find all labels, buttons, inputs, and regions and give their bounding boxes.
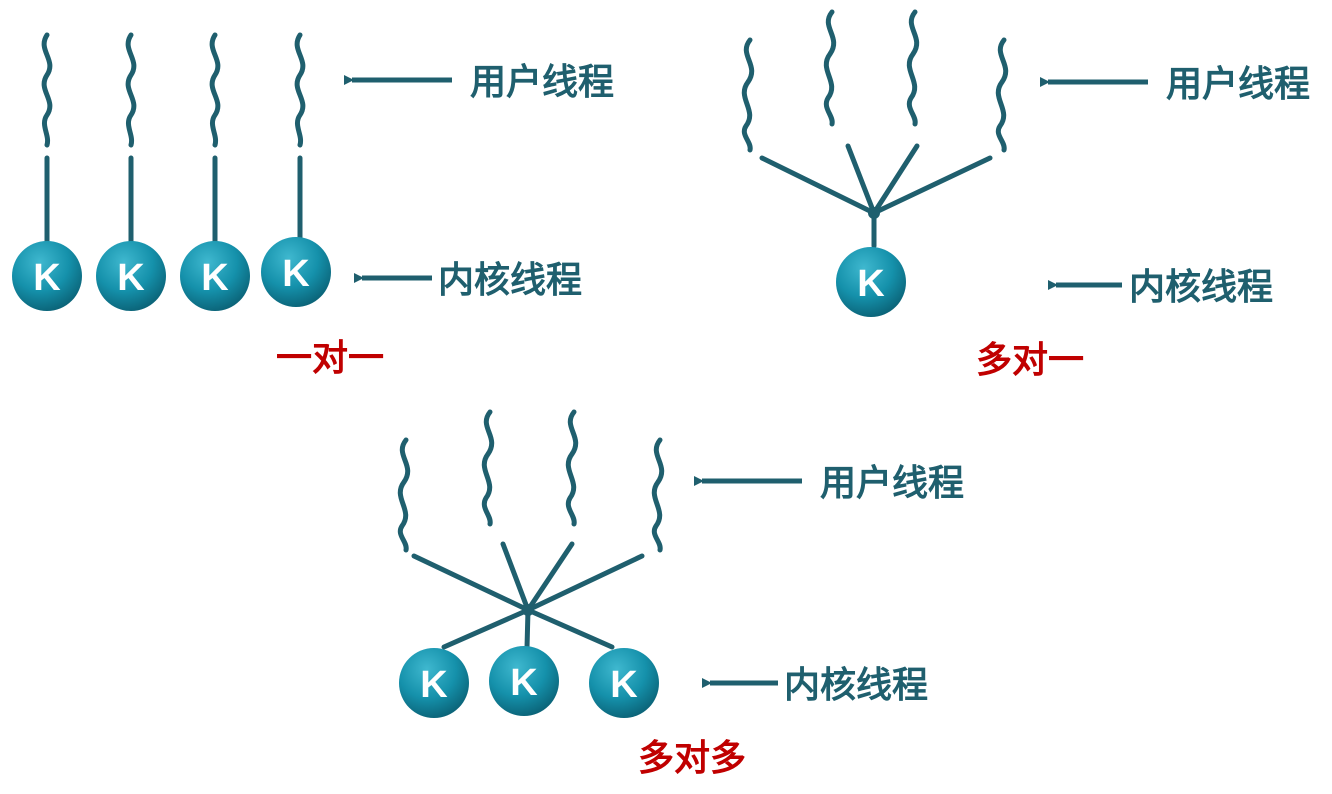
kernel-node-letter: K [420, 664, 448, 706]
mapping-line [525, 541, 575, 613]
mapping-line [411, 553, 531, 613]
kernel-thread-label: 内核线程 [1129, 267, 1273, 308]
panel-one-to-one: K K K K 用户线程 内核线程 一对一 [12, 32, 614, 379]
caption-one-to-one: 一对一 [276, 338, 384, 379]
user-thread-label: 用户线程 [1166, 64, 1310, 105]
kernel-thread-node: K [180, 241, 250, 311]
user-thread-squiggle [823, 9, 837, 127]
kernel-node-letter: K [282, 253, 310, 295]
kernel-thread-label: 内核线程 [438, 260, 582, 301]
user-thread-squiggle [41, 32, 53, 148]
kernel-thread-node: K [489, 646, 559, 716]
mapping-line [500, 541, 531, 613]
user-thread-squiggle [397, 437, 411, 553]
kernel-thread-node: K [836, 247, 906, 317]
user-thread-squiggle [294, 32, 306, 148]
kernel-node-letter: K [610, 664, 638, 706]
junction-dot [868, 207, 880, 219]
mapping-line [524, 607, 531, 651]
user-thread-label: 用户线程 [470, 62, 614, 103]
junction-dot [522, 604, 534, 616]
panel-many-to-one: K 用户线程 内核线程 多对一 [741, 9, 1310, 381]
kernel-node-letter: K [510, 662, 538, 704]
kernel-node-letter: K [201, 257, 229, 299]
user-thread-squiggle [741, 37, 755, 153]
mapping-line [871, 155, 993, 216]
user-thread-label: 用户线程 [820, 463, 964, 504]
mapping-line [845, 143, 877, 216]
user-thread-squiggle [565, 409, 579, 527]
user-thread-squiggle [651, 437, 665, 553]
user-thread-squiggle [209, 32, 221, 148]
kernel-node-letter: K [117, 257, 145, 299]
caption-many-to-one: 多对一 [976, 340, 1084, 381]
kernel-node-letter: K [857, 263, 885, 305]
user-thread-squiggle [481, 409, 495, 527]
panel-many-to-many: K K K 用户线程 内核线程 多对多 [397, 409, 964, 779]
user-thread-squiggle [906, 9, 920, 127]
kernel-thread-node: K [12, 241, 82, 311]
mapping-line [759, 155, 877, 216]
mapping-line [525, 553, 645, 613]
mapping-line [871, 143, 920, 216]
mapping-line [525, 607, 615, 650]
kernel-thread-label: 内核线程 [784, 665, 928, 706]
kernel-thread-node: K [261, 237, 331, 307]
mapping-line [441, 607, 531, 650]
caption-many-to-many: 多对多 [638, 738, 746, 779]
user-thread-squiggle [995, 37, 1009, 153]
kernel-thread-node: K [399, 648, 469, 718]
kernel-node-letter: K [33, 257, 61, 299]
user-thread-squiggle [125, 32, 137, 148]
kernel-thread-node: K [589, 648, 659, 718]
kernel-thread-node: K [96, 241, 166, 311]
